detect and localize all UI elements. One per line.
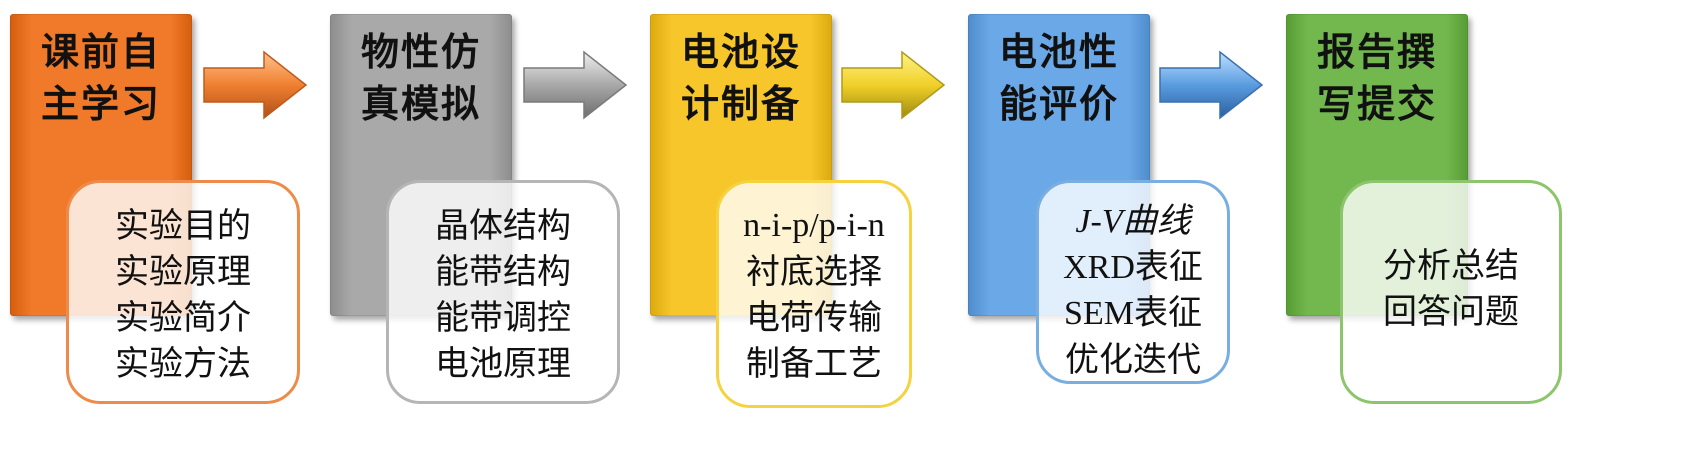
step-title-line: 物性仿 (360, 30, 481, 74)
step-title: 电池设 计制备 (650, 26, 832, 130)
detail-item: XRD表征 (1063, 249, 1203, 286)
detail-item: 衬底选择 (746, 252, 882, 292)
detail-item: 实验方法 (115, 344, 251, 384)
detail-card-self-study: 实验目的 实验原理 实验简介 实验方法 (66, 180, 300, 404)
detail-item: 制备工艺 (746, 344, 882, 384)
right-arrow-icon (523, 50, 628, 120)
step-title: 物性仿 真模拟 (330, 26, 512, 130)
detail-item: 晶体结构 (435, 206, 571, 246)
detail-item: 回答问题 (1383, 292, 1519, 332)
detail-list: 实验目的 实验原理 实验简介 实验方法 (69, 203, 297, 387)
detail-item: 电池原理 (435, 344, 571, 384)
step-title-line: 真模拟 (360, 82, 481, 126)
detail-card-simulation: 晶体结构 能带结构 能带调控 电池原理 (386, 180, 620, 404)
detail-item: n-i-p/p-i-n (743, 207, 885, 244)
step-title-line: 电池设 (680, 30, 801, 74)
step-title-line: 写提交 (1316, 82, 1437, 126)
step-title-line: 计制备 (680, 82, 801, 126)
detail-list: 晶体结构 能带结构 能带调控 电池原理 (389, 203, 617, 387)
detail-item: 实验简介 (115, 298, 251, 338)
detail-item: J-V曲线 (1039, 199, 1227, 245)
detail-card-evaluation: J-V曲线 XRD表征 SEM表征 优化迭代 (1036, 180, 1230, 384)
detail-list: n-i-p/p-i-n 衬底选择 电荷传输 制备工艺 (719, 203, 909, 387)
step-title: 报告撰 写提交 (1286, 26, 1468, 130)
detail-item: 能带结构 (435, 252, 571, 292)
step-title-line: 报告撰 (1316, 30, 1437, 74)
detail-card-report: 分析总结 回答问题 (1340, 180, 1562, 404)
right-arrow-icon (841, 50, 946, 120)
step-title-line: 电池性 (998, 30, 1119, 74)
step-title: 电池性 能评价 (968, 26, 1150, 130)
step-title: 课前自 主学习 (10, 26, 192, 130)
right-arrow-icon (1159, 50, 1264, 120)
detail-card-fabrication: n-i-p/p-i-n 衬底选择 电荷传输 制备工艺 (716, 180, 912, 408)
step-title-line: 主学习 (40, 82, 161, 126)
detail-item: 实验目的 (115, 206, 251, 246)
step-title-line: 能评价 (998, 82, 1119, 126)
detail-list: J-V曲线 XRD表征 SEM表征 优化迭代 (1039, 199, 1227, 383)
jv-curve-label: J-V曲线 (1075, 203, 1191, 240)
detail-item: 优化迭代 (1065, 340, 1201, 380)
detail-item: 能带调控 (435, 298, 571, 338)
detail-item: SEM表征 (1064, 295, 1202, 332)
step-box-fabrication: 电池设 计制备 (650, 14, 832, 316)
step-title-line: 课前自 (40, 30, 161, 74)
detail-item: 分析总结 (1383, 246, 1519, 286)
detail-item: 电荷传输 (746, 298, 882, 338)
detail-list: 分析总结 回答问题 (1343, 243, 1559, 335)
detail-item: 实验原理 (115, 252, 251, 292)
right-arrow-icon (203, 50, 308, 120)
